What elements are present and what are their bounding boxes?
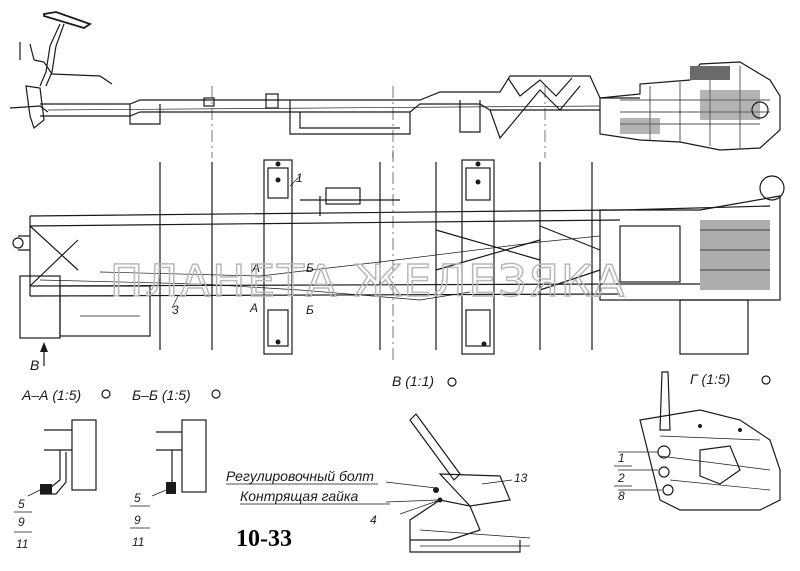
plan-view [12,150,785,366]
marker-a-top: А [251,261,260,275]
callout-3: 3 [172,303,179,317]
section-aa-callout-11: 11 [16,537,28,551]
section-bb-callout-11: 11 [132,535,144,549]
callout-separators [14,375,771,533]
marker-b-bottom: Б [306,303,314,317]
plan-view-arrow-label: В [30,357,39,373]
section-bb-callout-9: 9 [134,513,141,527]
engine-plan [599,175,785,355]
watermark: ПЛАНЕТА ЖЕЛЕЗЯКА [110,256,626,307]
section-aa-figure [27,419,97,497]
view-v-figure [385,413,531,553]
steering-column [9,11,113,130]
view-v-note-bolt: Регулировочный болт [226,468,374,484]
view-g-title: Г (1:5) [690,371,730,387]
view-v-callout-4: 4 [370,513,377,527]
view-g-callout-1: 1 [618,451,625,465]
section-aa-callout-9: 9 [18,515,25,529]
view-v-note-nut: Контрящая гайка [240,488,359,504]
view-v-callout-13: 13 [514,471,528,485]
side-view [9,11,781,158]
view-v-title: В (1:1) [392,373,434,389]
section-bb-callout-5: 5 [134,491,141,505]
section-aa-title: А–А (1:5) [21,387,81,403]
marker-a-bottom: А [249,301,258,315]
section-bb-figure [151,419,207,497]
figure-number: 10-33 [236,526,292,552]
section-bb-title: Б–Б (1:5) [132,387,191,403]
view-g-figure [618,371,781,511]
labels: А А Б Б 3 1 В А–А (1:5) 5 9 11 Б–Б (1:5)… [16,171,730,552]
marker-b-top: Б [306,261,314,275]
view-g-callout-2: 2 [617,471,625,485]
view-g-callout-8: 8 [618,489,625,503]
callout-1: 1 [296,171,303,185]
engine-side [599,61,781,151]
section-aa-callout-5: 5 [18,497,25,511]
